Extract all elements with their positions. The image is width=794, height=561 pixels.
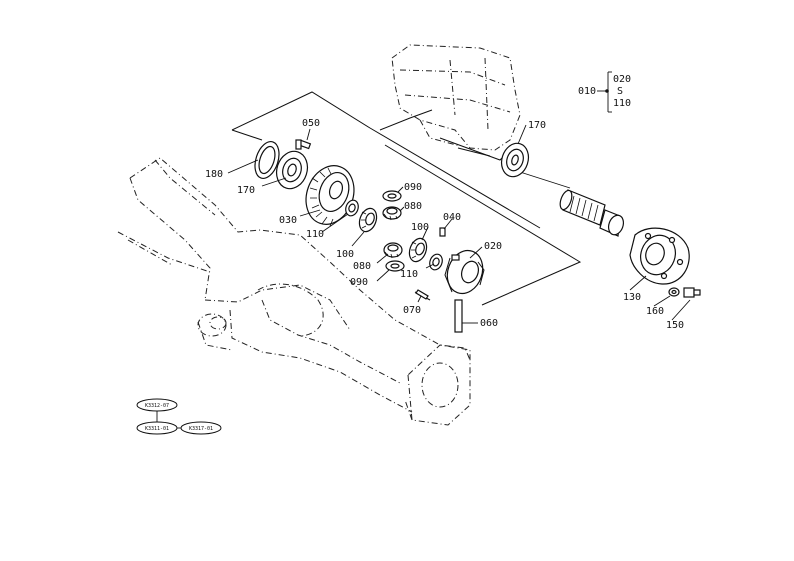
shaft-070 [415, 289, 429, 300]
part-labels: 050 180 170 030 110 100 080 090 090 080 … [205, 118, 684, 331]
reference-badge: K3317-01 [189, 426, 213, 432]
part-label: 170 [528, 120, 546, 131]
part-label: 090 [350, 277, 368, 288]
side-gear-100-left [358, 207, 378, 233]
leader-lines [227, 124, 691, 324]
reference-badge: K3311-01 [145, 426, 169, 432]
part-label: 180 [205, 169, 223, 180]
part-label: 050 [302, 118, 320, 129]
part-range-legend: 010 020 S 110 [578, 71, 631, 113]
washer-090-upper [382, 190, 402, 202]
oil-seal-180 [254, 141, 280, 179]
part-label: 080 [353, 261, 371, 272]
splined-shaft [559, 189, 625, 237]
differential-case-020 [444, 249, 485, 295]
bolt-150 [683, 287, 701, 298]
reference-badge: K3312-07 [145, 403, 169, 409]
part-label: 090 [404, 182, 422, 193]
ring-gear-030 [305, 165, 355, 227]
part-label: 100 [336, 249, 354, 260]
pin-060 [454, 299, 463, 333]
part-label: 040 [443, 212, 461, 223]
part-label: 110 [400, 269, 418, 280]
part-label: 130 [623, 292, 641, 303]
flange-hub-130 [629, 227, 690, 285]
part-label: 070 [403, 305, 421, 316]
part-label: 150 [666, 320, 684, 331]
part-label: 160 [646, 306, 664, 317]
reference-badges: K3312-07 K3311-01 K3317-01 [136, 398, 222, 435]
bearing-170-left [275, 150, 309, 190]
pin-040 [439, 227, 446, 237]
legend-range-separator: S [617, 86, 623, 97]
bolt-050 [295, 139, 312, 150]
legend-range-bottom: 110 [613, 98, 631, 109]
part-label: 170 [237, 185, 255, 196]
part-label: 030 [279, 215, 297, 226]
part-label: 110 [306, 229, 324, 240]
legend-range-top: 020 [613, 74, 631, 85]
pinion-080-upper [382, 206, 402, 221]
part-label: 060 [480, 318, 498, 329]
axle-housing [117, 157, 471, 426]
pinion-080-lower [383, 242, 403, 259]
part-label: 100 [411, 222, 429, 233]
legend-main-number: 010 [578, 86, 596, 97]
side-gear-100-right [408, 237, 428, 263]
washer-160 [668, 287, 680, 297]
washer-110-right [429, 253, 443, 271]
washer-090-lower [385, 260, 405, 272]
transmission-housing [391, 44, 521, 161]
part-label: 020 [484, 241, 502, 252]
part-label: 080 [404, 201, 422, 212]
bearing-170-right [500, 142, 530, 178]
washer-110-left [345, 199, 359, 217]
